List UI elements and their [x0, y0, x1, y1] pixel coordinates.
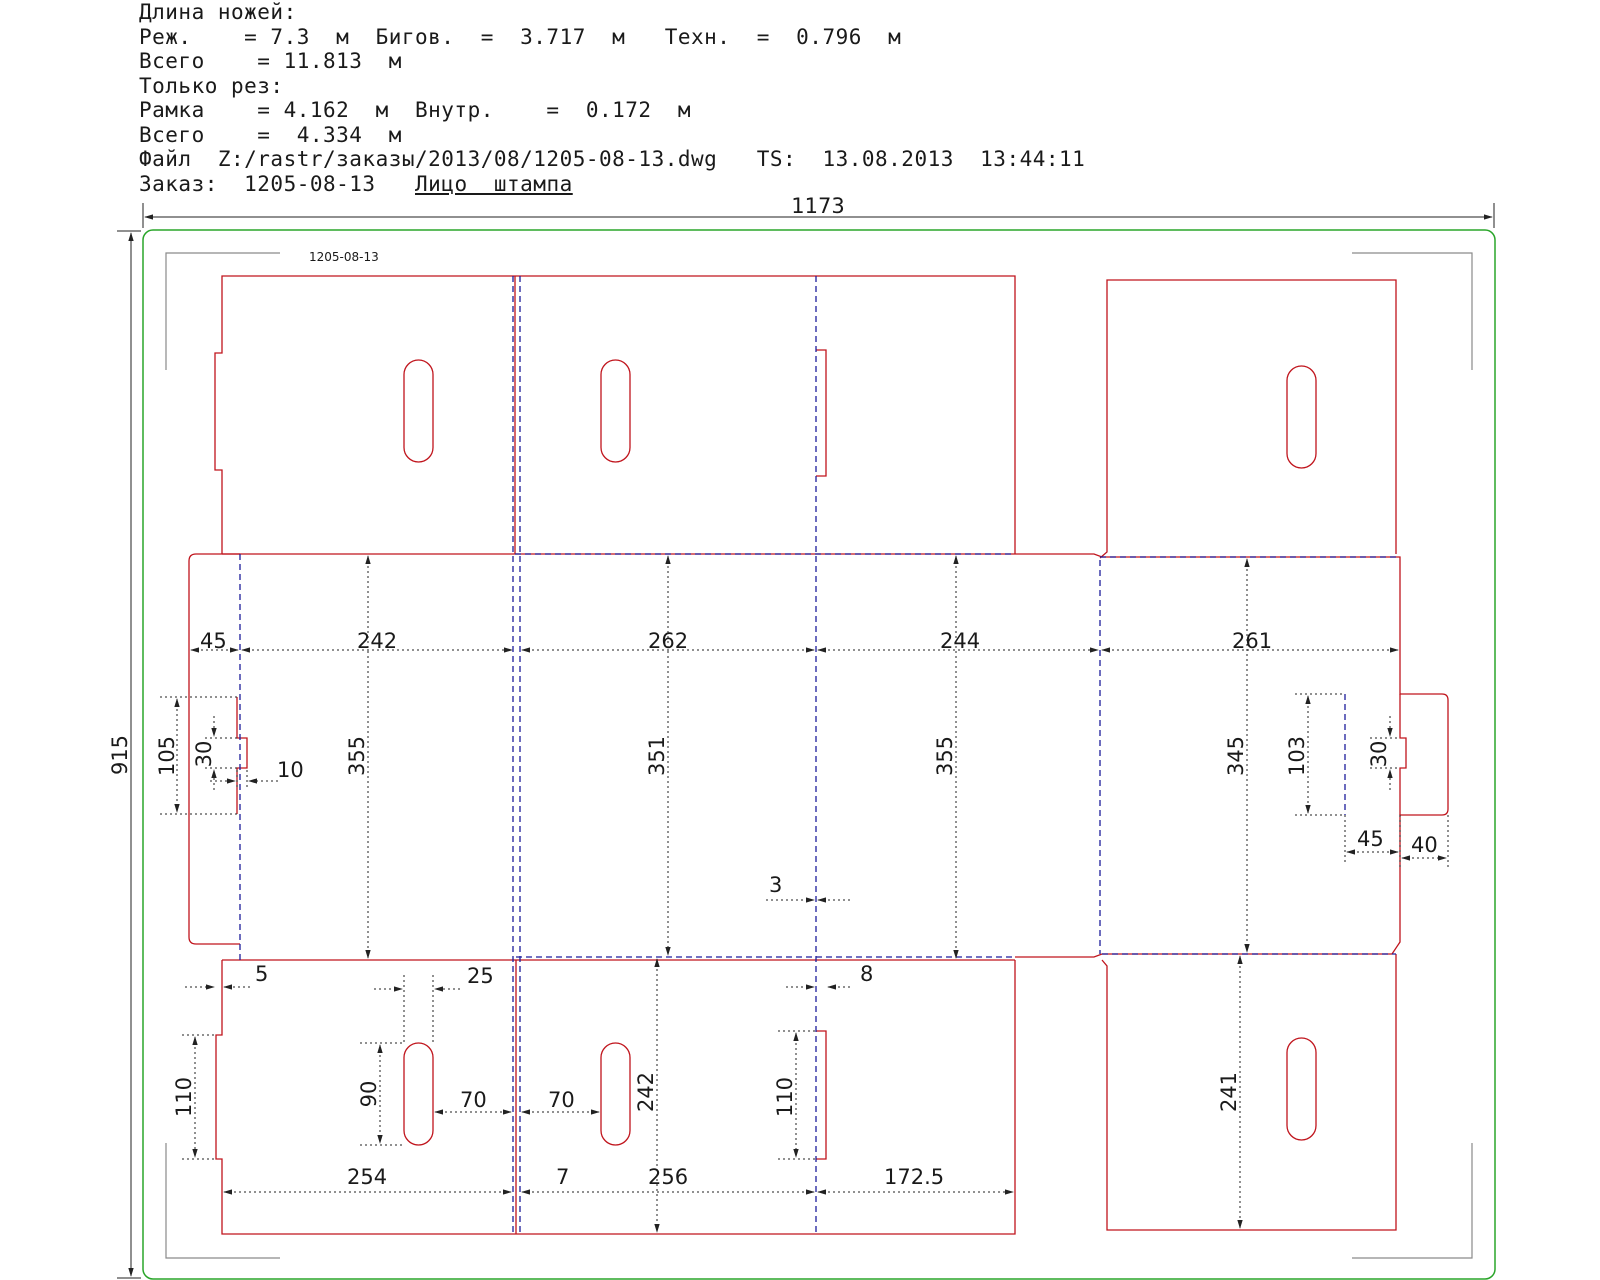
dim-handle-width-25: 25 [467, 964, 494, 988]
dim-bottom-flap-241: 241 [1217, 1072, 1241, 1112]
dim-right-flap-40: 40 [1411, 833, 1438, 857]
overall-width-label: 1173 [791, 194, 844, 218]
dim-panel-4-width: 261 [1232, 629, 1272, 653]
corner-marks [165, 252, 1473, 1259]
handle-hole-5 [600, 1042, 631, 1146]
cut-lines [188, 275, 1449, 1235]
bottom-flaps-outline [215, 960, 1016, 1235]
glue-flap-outline [188, 553, 240, 945]
dimension-lines [160, 555, 1449, 1233]
cut-only-title: Только рез: [139, 73, 284, 98]
dim-handle-height-90: 90 [357, 1081, 381, 1108]
order-label: Заказ: 1205-08-13 [139, 171, 416, 196]
dim-left-notch-height: 30 [192, 741, 216, 768]
handle-hole-4 [403, 1042, 434, 1146]
dim-offset-8: 8 [860, 962, 873, 986]
top-flap-4-outline [1099, 279, 1397, 559]
dim-bottom-width-254: 254 [347, 1165, 387, 1189]
dim-panel-3-height: 355 [933, 736, 957, 776]
dim-left-notch-depth: 10 [277, 758, 304, 782]
dim-panel-3-width: 244 [940, 629, 980, 653]
dim-bottom-width-256: 256 [648, 1165, 688, 1189]
dim-offset-5: 5 [255, 962, 268, 986]
handle-hole-1 [403, 359, 434, 463]
dim-panel-2-width: 262 [648, 629, 688, 653]
knife-length-title: Длина ножей: [139, 0, 297, 24]
bottom-flap-4-outline [1101, 954, 1397, 1231]
glue-flap-notch [236, 697, 248, 814]
knife-totals: Реж. = 7.3 м Бигов. = 3.717 м Техн. = 0.… [139, 24, 902, 49]
dim-right-notch-height: 30 [1367, 741, 1391, 768]
dim-45-left: 45 [200, 629, 227, 653]
dim-edge-notch-110-right: 110 [773, 1077, 797, 1117]
overall-height-dimension [117, 230, 141, 1279]
corner-mark-bottom-right [1352, 1143, 1473, 1259]
dimension-labels: 45 242 262 244 261 355 351 355 345 105 3… [155, 629, 1438, 1189]
dim-handle-offset-70-right: 70 [548, 1088, 575, 1112]
corner-mark-top-left [165, 252, 280, 370]
file-info: Файл Z:/rastr/заказы/2013/08/1205-08-13.… [139, 147, 1086, 171]
knife-sum: Всего = 11.813 м [139, 49, 402, 73]
right-flap-notch [1399, 694, 1407, 815]
top-flaps-outline [214, 275, 1016, 554]
die-face-label: Лицо штампа [415, 171, 573, 196]
dim-panel-2-height: 351 [645, 736, 669, 776]
dim-handle-offset-70-left: 70 [460, 1088, 487, 1112]
cut-only-sum: Всего = 4.334 м [139, 122, 402, 147]
dim-edge-notch-110-left: 110 [172, 1077, 196, 1117]
dim-right-flap-45: 45 [1357, 827, 1384, 851]
overall-width-dimension [142, 203, 1495, 228]
handle-hole-3 [1286, 365, 1317, 469]
bottom-flap-notch [816, 1030, 827, 1160]
dim-bottom-flap-242: 242 [634, 1072, 658, 1112]
corner-mark-top-right [1352, 252, 1473, 370]
order-tag: 1205-08-13 [309, 250, 379, 264]
overall-height-label: 915 [108, 735, 132, 775]
top-flap-notch [816, 349, 827, 477]
order-line: Заказ: 1205-08-13 Лицо штампа [139, 172, 1085, 197]
dim-panel-1-height: 355 [345, 736, 369, 776]
handle-hole-2 [600, 359, 631, 463]
corner-mark-bottom-left [165, 1143, 280, 1259]
cut-only-values: Рамка = 4.162 м Внутр. = 0.172 м [139, 98, 692, 122]
dim-gap-7: 7 [556, 1165, 569, 1189]
dim-right-tab-height: 103 [1285, 736, 1309, 776]
die-board-frame [142, 229, 1496, 1280]
crease-lines [239, 276, 1400, 1234]
handle-hole-6 [1286, 1037, 1317, 1141]
dim-gap-3: 3 [769, 873, 782, 897]
drawing-header: Длина ножей: Реж. = 7.3 м Бигов. = 3.717… [139, 0, 1085, 196]
body-right-outline [1015, 553, 1449, 958]
dim-panel-4-height: 345 [1224, 736, 1248, 776]
dim-panel-1-width: 242 [357, 629, 397, 653]
dim-left-tab-height: 105 [155, 736, 179, 776]
dim-bottom-width-172-5: 172.5 [884, 1165, 944, 1189]
